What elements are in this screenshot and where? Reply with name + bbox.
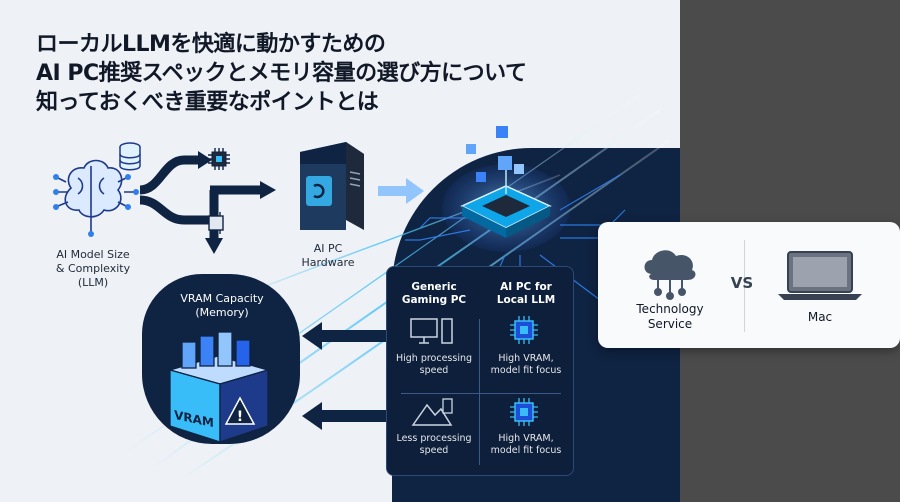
ai-pc-label-line-2: Hardware	[301, 256, 355, 269]
row2-col1-text: Less processing speed	[391, 433, 477, 457]
processor-chip-icon	[442, 156, 570, 252]
floating-cubes	[466, 126, 508, 154]
row1-col2-line-2: model fit focus	[490, 365, 562, 376]
row1-col1-line-1: High processing	[395, 353, 473, 364]
row2-col2-line-1: High VRAM,	[498, 433, 554, 444]
comparison-arrows	[302, 322, 386, 430]
mac-label: Mac	[807, 310, 833, 324]
ai-chip-icon-1	[510, 316, 538, 344]
comparison-vertical-divider	[479, 319, 480, 465]
vram-box-icon: !	[167, 331, 271, 443]
comparison-table: Generic Gaming PC AI PC for Local LLM Hi…	[386, 266, 574, 476]
comparison-horizontal-divider	[401, 393, 561, 394]
row1-col1-line-2: speed	[419, 365, 449, 376]
brain-icon	[53, 159, 139, 237]
desktop-pc-icon	[410, 318, 453, 344]
col1-heading-line-1: Generic	[411, 281, 457, 293]
technology-service-line-2: Service	[647, 317, 693, 331]
col1-heading: Generic Gaming PC	[391, 281, 477, 307]
title-line-2: AI PC推奨スペックとメモリ容量の選び方について	[36, 61, 527, 86]
ai-chip-icon-2	[510, 398, 538, 426]
technology-service-label: Technology Service	[630, 302, 710, 332]
small-chip-icon	[208, 212, 224, 234]
title-line-1: ローカルLLMを快適に動かすための	[36, 32, 386, 57]
technology-service-line-1: Technology	[636, 302, 704, 316]
ai-model-label-line-1: AI Model Size	[56, 248, 130, 261]
row2-col2-text: High VRAM, model fit focus	[483, 433, 569, 457]
comparison-card: Technology Service VS Mac	[598, 222, 900, 348]
col2-heading: AI PC for Local LLM	[483, 281, 569, 307]
row1-col1-text: High processing speed	[391, 353, 477, 377]
col2-heading-line-1: AI PC for	[500, 281, 552, 293]
ai-pc-label-line-1: AI PC	[313, 242, 343, 255]
flow-arrows	[139, 151, 276, 254]
row2-col1-line-1: Less processing	[396, 433, 472, 444]
row1-col2-line-1: High VRAM,	[498, 353, 554, 364]
ai-model-label-line-2: & Complexity	[55, 262, 131, 275]
vs-label: VS	[730, 274, 754, 292]
ai-pc-label: AI PC Hardware	[296, 242, 360, 270]
cloud-network-icon	[644, 250, 696, 300]
mountain-chart-icon	[411, 398, 453, 426]
col2-heading-line-2: Local LLM	[496, 294, 556, 306]
ai-model-label: AI Model Size & Complexity (LLM)	[48, 248, 138, 290]
row2-col1-line-2: speed	[419, 445, 449, 456]
col1-heading-line-2: Gaming PC	[401, 294, 467, 306]
card-divider	[744, 240, 745, 332]
svg-text:!: !	[237, 409, 243, 425]
laptop-icon	[778, 251, 862, 300]
vram-capacity-label: VRAM Capacity (Memory)	[170, 292, 274, 320]
database-icon	[119, 142, 141, 171]
chip-icon	[208, 148, 230, 170]
vram-capacity-line-1: VRAM Capacity	[180, 292, 264, 305]
page-title: ローカルLLMを快適に動かすための AI PC推奨スペックとメモリ容量の選び方に…	[36, 30, 596, 117]
row2-col2-line-2: model fit focus	[490, 445, 562, 456]
pc-tower-icon	[300, 142, 364, 230]
ai-model-label-line-3: (LLM)	[77, 276, 109, 289]
row1-col2-text: High VRAM, model fit focus	[483, 353, 569, 377]
vram-capacity-line-2: (Memory)	[195, 306, 249, 319]
glow-arrow-right	[378, 178, 424, 204]
title-line-3: 知っておくべき重要なポイントとは	[36, 90, 379, 115]
